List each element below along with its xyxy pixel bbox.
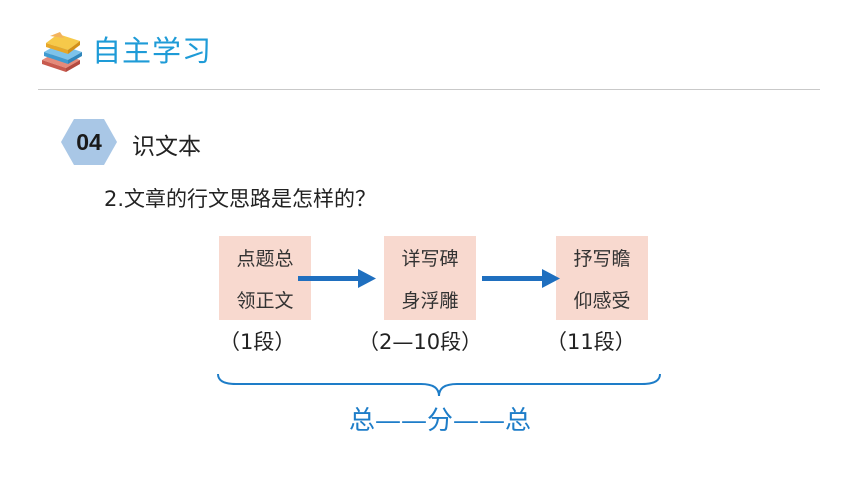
flow-caption-2: （2—10段） <box>358 330 483 354</box>
question-text: 2.文章的行文思路是怎样的？ <box>104 187 377 211</box>
section-number-badge <box>61 119 117 165</box>
books-stack-icon <box>42 32 82 72</box>
flow-arrow-2 <box>482 269 560 288</box>
flow-box-2-line2: 身浮雕 <box>401 290 459 312</box>
curly-brace <box>217 373 661 397</box>
flow-box-1-line2: 领正文 <box>236 290 294 312</box>
flow-arrow-1 <box>298 269 376 288</box>
flow-box-3-line1: 抒写瞻 <box>573 248 631 270</box>
section-title: 识文本 <box>132 134 201 160</box>
section-number: 04 <box>76 129 102 155</box>
flow-box-1-line1: 点题总 <box>236 248 294 270</box>
flow-box-3: 抒写瞻 仰感受 <box>556 236 648 320</box>
flow-box-2-line1: 详写碑 <box>401 248 459 270</box>
page-title: 自主学习 <box>92 34 213 68</box>
flow-box-1: 点题总 领正文 <box>219 236 311 320</box>
flow-box-2: 详写碑 身浮雕 <box>384 236 476 320</box>
header-divider <box>38 89 820 90</box>
flow-caption-3: （11段） <box>546 330 636 354</box>
flow-box-3-line2: 仰感受 <box>573 290 631 312</box>
flow-caption-1: （1段） <box>219 330 296 354</box>
structure-summary: 总——分——总 <box>348 406 531 436</box>
